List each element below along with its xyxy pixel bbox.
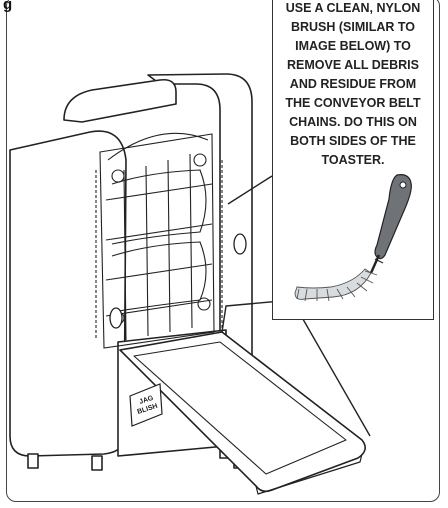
instruction-line: IMAGE BELOW) TO <box>295 39 411 53</box>
nylon-brush-illustration <box>294 174 412 302</box>
instruction-callout: USE A CLEAN, NYLON BRUSH (SIMILAR TO IMA… <box>272 0 434 320</box>
instruction-line: TOASTER. <box>321 153 385 167</box>
door-label-line-1: JAG <box>138 395 154 406</box>
instruction-line: BRUSH (SIMILAR TO <box>290 20 416 34</box>
step-label: g <box>3 0 13 13</box>
toaster-top-cover <box>63 78 177 123</box>
toaster-foot-left <box>27 453 39 469</box>
instruction-line: USE A CLEAN, NYLON <box>285 1 421 15</box>
toaster-foot-right <box>91 455 103 471</box>
brush-hang-hole <box>399 181 407 189</box>
instruction-line: CHAINS. DO THIS ON <box>289 115 417 129</box>
instruction-line: AND RESIDUE FROM <box>289 77 417 91</box>
content-frame <box>6 0 440 502</box>
toaster-left-panel <box>9 130 127 457</box>
instruction-line: BOTH SIDES OF THE <box>290 134 416 148</box>
crumb-tray <box>119 299 371 495</box>
conveyor-belt-area <box>95 132 223 349</box>
toaster-knob-lower <box>109 307 123 329</box>
door-label-plate: JAG BLISH <box>129 383 163 427</box>
instruction-text: USE A CLEAN, NYLON BRUSH (SIMILAR TO IMA… <box>273 0 433 170</box>
instruction-line: THE CONVEYOR BELT <box>285 96 421 110</box>
callout-leader-line <box>227 175 273 205</box>
instruction-line: REMOVE ALL DEBRIS <box>287 58 419 72</box>
brush-handle <box>374 174 412 260</box>
toaster-knob-upper <box>233 233 247 255</box>
brush-bristles <box>294 268 378 302</box>
